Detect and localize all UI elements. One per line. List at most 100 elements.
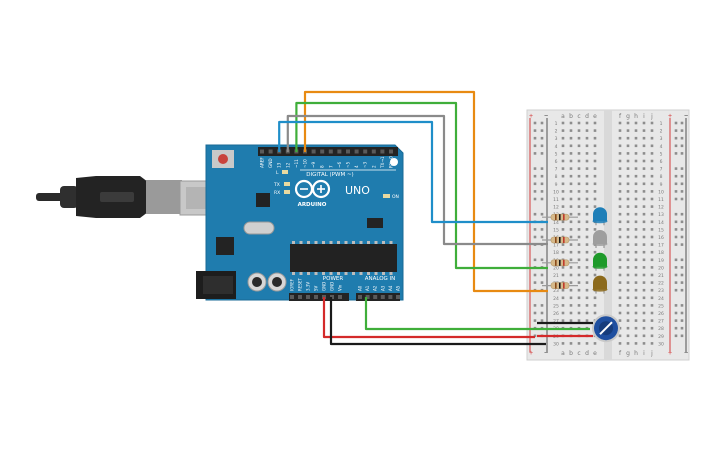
breadboard-hole[interactable] <box>634 311 638 315</box>
breadboard-hole[interactable] <box>626 296 630 300</box>
rail-hole[interactable] <box>533 121 537 125</box>
breadboard-hole[interactable] <box>577 152 581 155</box>
rail-hole[interactable] <box>674 144 678 148</box>
breadboard-hole[interactable] <box>585 190 589 193</box>
breadboard-hole[interactable] <box>585 319 589 322</box>
rail-hole[interactable] <box>680 182 684 186</box>
breadboard-hole[interactable] <box>626 250 630 254</box>
breadboard-hole[interactable] <box>618 190 622 193</box>
breadboard-hole[interactable] <box>618 319 622 322</box>
rail-hole[interactable] <box>674 243 678 246</box>
breadboard-hole[interactable] <box>585 159 589 163</box>
breadboard-hole[interactable] <box>577 342 581 345</box>
breadboard-hole[interactable] <box>577 190 581 193</box>
breadboard-hole[interactable] <box>577 220 581 224</box>
breadboard-hole[interactable] <box>626 129 630 132</box>
breadboard-hole[interactable] <box>593 250 597 254</box>
breadboard-hole[interactable] <box>569 167 573 170</box>
breadboard-hole[interactable] <box>593 197 597 201</box>
breadboard-hole[interactable] <box>577 136 581 140</box>
rail-hole[interactable] <box>680 152 684 155</box>
breadboard-hole[interactable] <box>577 311 581 315</box>
breadboard-hole[interactable] <box>569 136 573 140</box>
breadboard-hole[interactable] <box>634 228 638 231</box>
breadboard-hole[interactable] <box>634 205 638 208</box>
rail-hole[interactable] <box>680 319 684 322</box>
breadboard-hole[interactable] <box>618 152 622 155</box>
breadboard-hole[interactable] <box>650 288 654 292</box>
breadboard-hole[interactable] <box>569 152 573 155</box>
breadboard-hole[interactable] <box>618 144 622 148</box>
breadboard-hole[interactable] <box>585 220 589 224</box>
breadboard-hole[interactable] <box>650 342 654 345</box>
breadboard-hole[interactable] <box>642 159 646 163</box>
rail-hole[interactable] <box>674 304 678 307</box>
rail-hole[interactable] <box>674 228 678 231</box>
breadboard-hole[interactable] <box>577 129 581 132</box>
breadboard-hole[interactable] <box>618 273 622 277</box>
breadboard-hole[interactable] <box>569 182 573 186</box>
breadboard-hole[interactable] <box>561 273 565 277</box>
digital-pin-socket[interactable] <box>320 149 325 154</box>
breadboard-hole[interactable] <box>577 167 581 170</box>
rail-hole[interactable] <box>533 273 537 277</box>
breadboard-hole[interactable] <box>585 212 589 216</box>
breadboard-hole[interactable] <box>626 243 630 246</box>
rail-hole[interactable] <box>680 144 684 148</box>
breadboard-hole[interactable] <box>569 121 573 125</box>
breadboard-hole[interactable] <box>577 205 581 208</box>
rail-hole[interactable] <box>540 152 544 155</box>
rail-hole[interactable] <box>540 121 544 125</box>
breadboard-hole[interactable] <box>561 197 565 201</box>
resistor[interactable] <box>542 236 578 244</box>
rail-hole[interactable] <box>540 197 544 201</box>
breadboard-hole[interactable] <box>634 182 638 186</box>
breadboard-hole[interactable] <box>585 144 589 148</box>
rail-hole[interactable] <box>533 228 537 231</box>
breadboard-hole[interactable] <box>650 182 654 186</box>
breadboard-hole[interactable] <box>618 296 622 300</box>
rail-hole[interactable] <box>674 288 678 292</box>
breadboard-hole[interactable] <box>593 190 597 193</box>
breadboard-hole[interactable] <box>577 243 581 246</box>
breadboard-hole[interactable] <box>642 235 646 239</box>
breadboard-hole[interactable] <box>626 190 630 193</box>
breadboard-hole[interactable] <box>577 121 581 125</box>
breadboard-hole[interactable] <box>642 190 646 193</box>
rail-hole[interactable] <box>680 129 684 132</box>
wire-orange[interactable] <box>303 90 548 293</box>
breadboard-hole[interactable] <box>585 281 589 284</box>
rail-hole[interactable] <box>674 152 678 155</box>
breadboard-hole[interactable] <box>642 304 646 307</box>
breadboard-hole[interactable] <box>634 174 638 178</box>
breadboard-hole[interactable] <box>561 243 565 246</box>
breadboard-hole[interactable] <box>642 212 646 216</box>
rail-hole[interactable] <box>674 212 678 216</box>
breadboard-hole[interactable] <box>593 342 597 345</box>
breadboard-hole[interactable] <box>618 258 622 262</box>
rail-hole[interactable] <box>680 266 684 269</box>
breadboard-hole[interactable] <box>569 296 573 300</box>
breadboard-hole[interactable] <box>642 167 646 170</box>
breadboard-hole[interactable] <box>618 235 622 239</box>
breadboard-hole[interactable] <box>626 258 630 262</box>
breadboard-hole[interactable] <box>585 182 589 186</box>
digital-pin-socket[interactable] <box>389 149 393 154</box>
breadboard-hole[interactable] <box>650 326 654 330</box>
breadboard-hole[interactable] <box>642 326 646 330</box>
breadboard-hole[interactable] <box>634 266 638 269</box>
rail-hole[interactable] <box>533 136 537 140</box>
breadboard-hole[interactable] <box>593 167 597 170</box>
breadboard-hole[interactable] <box>634 136 638 140</box>
breadboard-hole[interactable] <box>618 205 622 208</box>
rail-hole[interactable] <box>533 235 537 239</box>
rail-hole[interactable] <box>674 129 678 132</box>
breadboard-hole[interactable] <box>593 311 597 315</box>
breadboard-hole[interactable] <box>642 174 646 178</box>
breadboard-hole[interactable] <box>561 250 565 254</box>
breadboard-hole[interactable] <box>650 190 654 193</box>
rail-hole[interactable] <box>533 334 537 338</box>
breadboard-hole[interactable] <box>650 334 654 338</box>
rail-hole[interactable] <box>540 212 544 216</box>
breadboard-hole[interactable] <box>642 121 646 125</box>
